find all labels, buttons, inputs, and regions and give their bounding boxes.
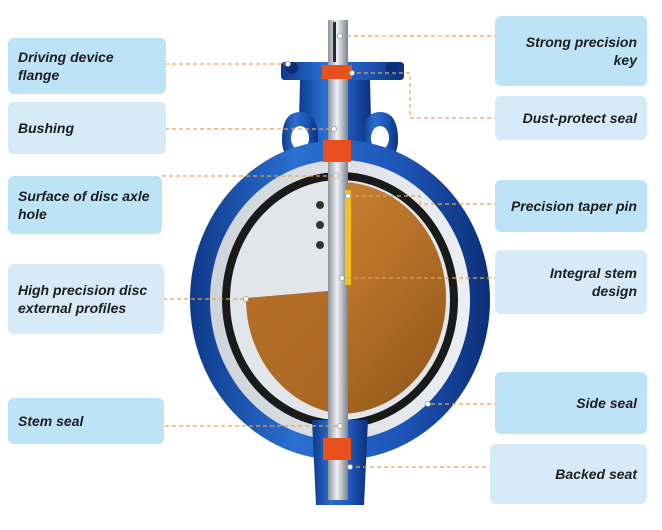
label-text: Backed seat [555,466,637,482]
stem-stud [316,201,324,209]
label-strong-precision-key: Strong precision key [495,16,647,86]
label-integral-stem-design: Integral stem design [495,250,647,314]
flange-bolt-hole [386,62,398,74]
stem-stud [316,221,324,229]
label-text: Side seal [576,395,637,411]
label-bushing: Bushing [8,102,166,154]
label-text: Stem seal [18,413,84,429]
label-driving-device-flange: Driving device flange [8,38,166,94]
label-side-seal: Side seal [495,372,647,434]
label-text: Precision taper pin [510,198,637,214]
label-text: Surface of disc axle hole [18,188,150,222]
label-high-precision-disc-external-profiles: High precision disc external profiles [8,264,164,334]
label-surface-of-disc-axle-hole: Surface of disc axle hole [8,176,162,234]
label-text: Integral stem design [549,265,637,299]
right-lug-hole [371,126,389,150]
lower-bushing [323,438,351,460]
label-backed-seat: Backed seat [490,444,647,504]
label-dust-protect-seal: Dust-protect seal [495,96,647,140]
left-lug-hole [291,126,309,150]
leader-dots [243,33,431,470]
label-text: Driving device flange [18,49,114,83]
label-text: Strong precision key [525,34,637,68]
leader-lines [162,35,498,468]
label-text: Dust-protect seal [522,110,637,126]
label-text: High precision disc external profiles [18,282,148,316]
stem-stud [316,241,324,249]
disc-shadow-face [245,290,340,414]
label-stem-seal: Stem seal [8,398,164,444]
taper-pin [345,190,351,285]
dust-seal-bushing [322,65,352,79]
label-precision-taper-pin: Precision taper pin [495,180,647,232]
label-text: Bushing [18,120,74,136]
precision-key [333,22,336,62]
upper-bushing [323,140,351,162]
